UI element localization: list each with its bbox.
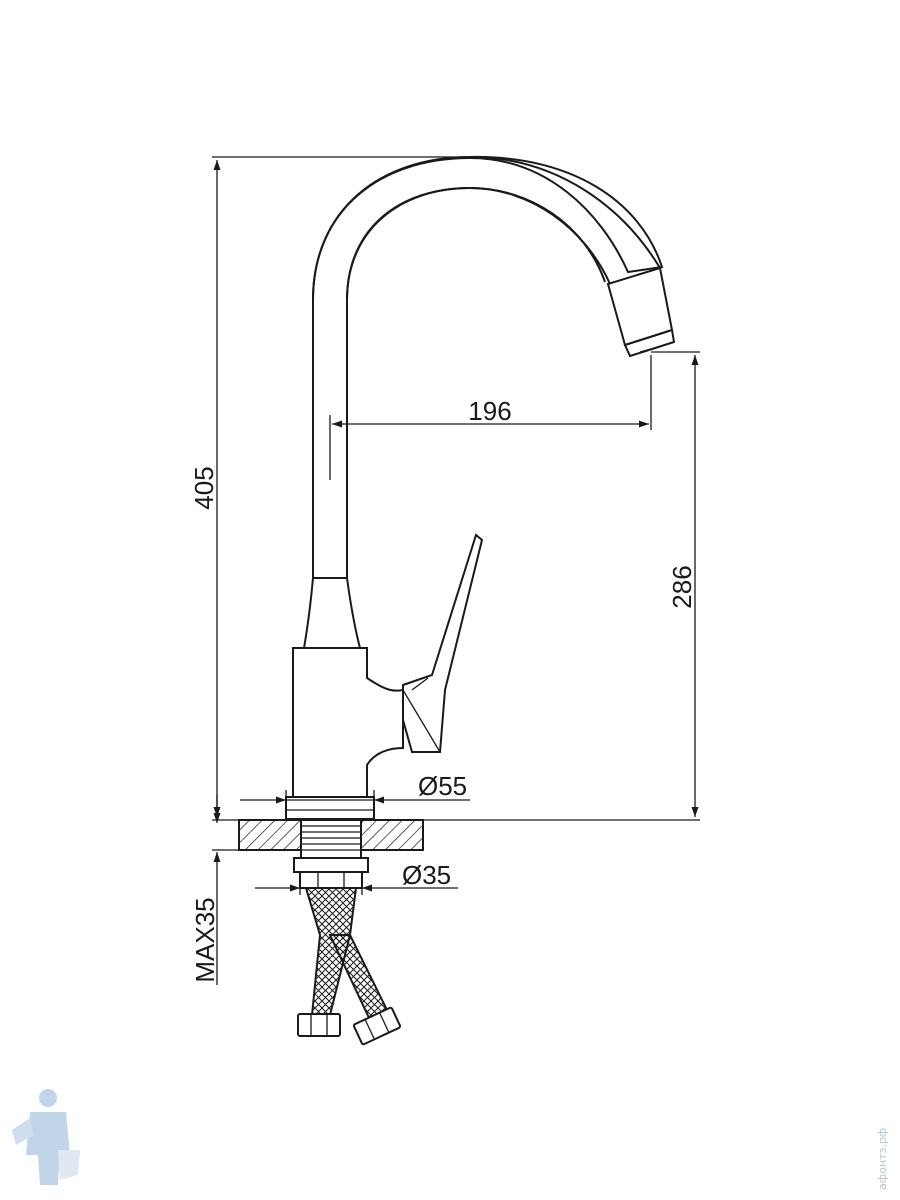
label-shank-diameter: Ø35 [402,860,451,890]
watermark-site: афонтз.рф [876,1128,889,1190]
mixer-body [292,647,404,798]
hose-nut-left [297,1013,341,1037]
mounting-surface-left [238,819,302,851]
hose-nut-right [352,1006,402,1046]
label-max-thickness: MAX35 [190,897,220,982]
plumber-logo [12,1089,80,1185]
lever-handle [402,533,484,753]
dimension-lines [212,156,700,985]
label-spout-height: 286 [667,565,697,608]
label-total-height: 405 [189,466,219,509]
faucet-outline [238,155,676,1046]
spout-collar [302,577,362,649]
label-base-diameter: Ø55 [418,771,467,801]
mounting-nut [293,857,369,873]
mounting-surface-right [360,819,424,851]
spout-tube [312,155,664,578]
label-spout-reach: 196 [468,396,511,426]
